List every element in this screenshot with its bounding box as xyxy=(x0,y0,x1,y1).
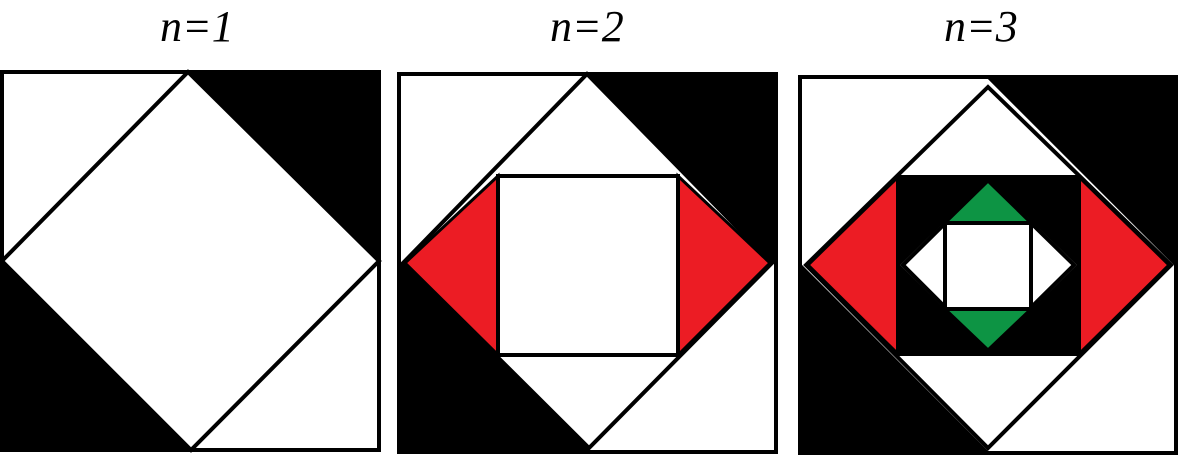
panel-title-n3: n=3 xyxy=(944,2,1018,51)
square-figure-n3 xyxy=(798,75,1178,455)
inscribed-diamond xyxy=(0,69,382,453)
corner-triangle-bottom-left xyxy=(798,261,992,455)
middle-corner-triangle-bottom-right xyxy=(984,261,1081,356)
panel-title-n1: n=1 xyxy=(160,2,234,51)
square-figure-n2 xyxy=(397,71,778,454)
corner-triangle-top-right xyxy=(984,75,1178,269)
square-figure-n1 xyxy=(0,69,382,453)
middle-corner-triangle-top-right xyxy=(984,175,1081,269)
corner-triangle-bottom-left xyxy=(397,259,593,454)
innermost-square xyxy=(943,221,1033,311)
panel-title-n2: n=2 xyxy=(550,2,624,51)
inner-square xyxy=(496,174,680,357)
